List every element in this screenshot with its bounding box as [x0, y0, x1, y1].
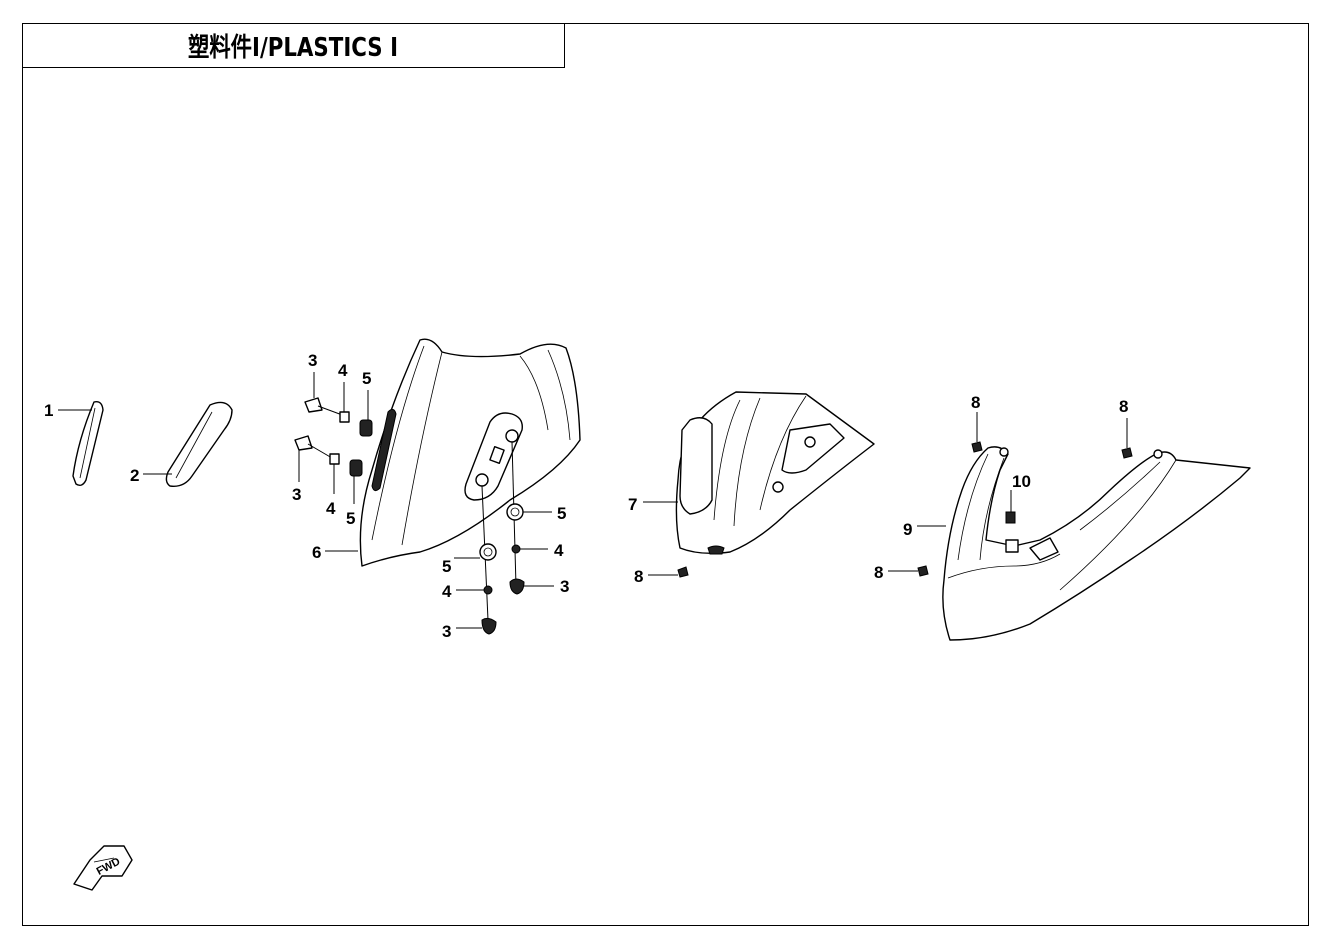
callout-4-center: 4 — [442, 582, 452, 601]
callout-10: 10 — [1012, 472, 1031, 491]
screw-8-top-left[interactable] — [971, 441, 983, 453]
callout-5-center: 5 — [442, 557, 451, 576]
fwd-arrow-icon: FWD — [73, 845, 133, 891]
fastener-stack-upper[interactable] — [304, 397, 373, 437]
part-6-front-cowl[interactable] — [359, 338, 581, 567]
title-block: 塑料件Ⅰ/PLASTICS Ⅰ — [22, 23, 565, 68]
callout-5-right: 5 — [557, 504, 566, 523]
part-7-headlight-cowl[interactable] — [675, 391, 875, 555]
drawing-frame — [22, 23, 1309, 926]
callout-3-upper: 3 — [308, 351, 317, 370]
callout-6: 6 — [312, 543, 321, 562]
callout-8-lower: 8 — [874, 563, 883, 582]
callout-8-top-left: 8 — [971, 393, 980, 412]
callout-4-upper: 4 — [338, 361, 348, 380]
callout-9: 9 — [903, 520, 912, 539]
callout-3-lower: 3 — [292, 485, 301, 504]
part-1-trim-strip[interactable] — [72, 400, 104, 487]
callout-5-upper: 5 — [362, 369, 371, 388]
callout-3-center: 3 — [442, 622, 451, 641]
callout-5-lower: 5 — [346, 509, 355, 528]
fastener-stack-lower[interactable] — [294, 435, 363, 477]
screw-8-cowl[interactable] — [677, 566, 689, 578]
callout-7: 7 — [628, 495, 637, 514]
screw-8-lower[interactable] — [917, 565, 929, 577]
part-2-side-panel[interactable] — [165, 401, 233, 487]
callout-8-cowl: 8 — [634, 567, 643, 586]
screw-8-top-right[interactable] — [1121, 447, 1133, 459]
page-title: 塑料件Ⅰ/PLASTICS Ⅰ — [188, 33, 399, 63]
callout-1: 1 — [44, 401, 53, 420]
callout-4-lower: 4 — [326, 499, 336, 518]
callout-8-top-right: 8 — [1119, 397, 1128, 416]
callout-3-right: 3 — [560, 577, 569, 596]
callout-4-right: 4 — [554, 541, 564, 560]
callout-2: 2 — [130, 466, 139, 485]
part-9-lower-fairing[interactable] — [942, 446, 1251, 641]
